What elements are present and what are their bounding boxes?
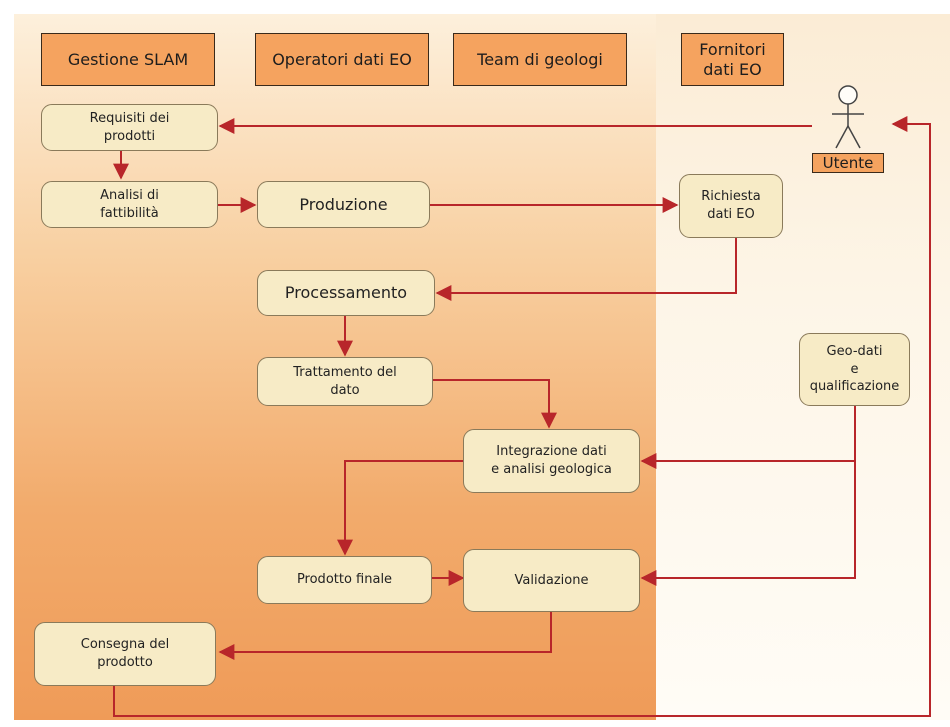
arrow-integrazione-prodotto bbox=[337, 460, 463, 556]
arrow-trattamento-integrazione bbox=[433, 379, 557, 429]
arrow-geodati-validazione bbox=[640, 461, 856, 586]
lane-gestione-slam: Gestione SLAM bbox=[41, 33, 215, 86]
lane-fornitori-dati-eo: Fornitori dati EO bbox=[681, 33, 784, 86]
arrow-richiesta-processamento bbox=[435, 238, 737, 301]
step-integrazione-dati: Integrazione dati e analisi geologica bbox=[463, 429, 640, 493]
step-richiesta-dati-eo: Richiesta dati EO bbox=[679, 174, 783, 238]
step-validazione: Validazione bbox=[463, 549, 640, 612]
step-trattamento-dato: Trattamento del dato bbox=[257, 357, 433, 406]
step-analisi-fattibilita: Analisi di fattibilità bbox=[41, 181, 218, 228]
step-processamento: Processamento bbox=[257, 270, 435, 316]
user-actor-icon bbox=[832, 85, 864, 149]
lane-team-geologi: Team di geologi bbox=[453, 33, 627, 86]
arrow-consegna-utente bbox=[113, 116, 931, 717]
arrow-geodati-integrazione bbox=[640, 406, 856, 469]
step-produzione: Produzione bbox=[257, 181, 430, 228]
arrow-validazione-consegna bbox=[218, 612, 552, 660]
step-geo-dati-qualificazione: Geo-dati e qualificazione bbox=[799, 333, 910, 406]
actor-label: Utente bbox=[812, 153, 884, 173]
step-prodotto-finale: Prodotto finale bbox=[257, 556, 432, 604]
lane-operatori-dati-eo: Operatori dati EO bbox=[255, 33, 429, 86]
step-requisiti-prodotti: Requisiti dei prodotti bbox=[41, 104, 218, 151]
step-consegna-prodotto: Consegna del prodotto bbox=[34, 622, 216, 686]
